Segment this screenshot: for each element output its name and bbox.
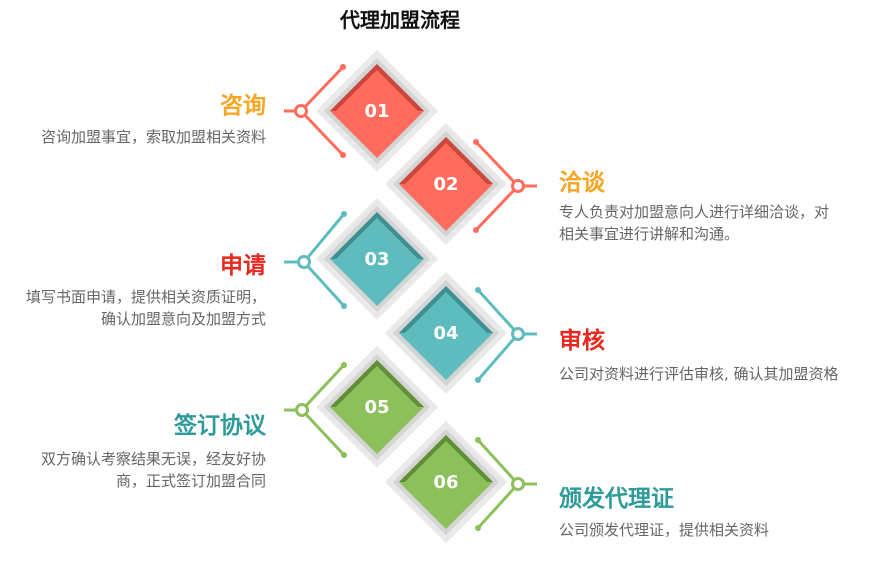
step-desc-review: 公司对资料进行评估审核, 确认其加盟资格 (559, 365, 839, 383)
step-desc-issue-certificate: 公司颁发代理证，提供相关资料 (559, 521, 770, 539)
diamond-number: 02 (433, 174, 458, 195)
connector-04 (475, 287, 537, 383)
step-title-negotiate: 洽谈 (559, 170, 605, 196)
diamond-03: 03 (316, 198, 438, 320)
connector-05 (284, 362, 347, 458)
step-title-apply: 申请 (220, 253, 266, 279)
step-title-issue-certificate: 颁发代理证 (559, 486, 674, 512)
connector-06 (475, 437, 537, 531)
page-title: 代理加盟流程 (340, 8, 460, 32)
diamond-04: 04 (385, 272, 507, 394)
diamond-02: 02 (385, 123, 507, 245)
step-desc-apply: 填写书面申请，提供相关资质证明，确认加盟意向及加盟方式 (25, 288, 266, 328)
diamond-06: 06 (385, 421, 507, 543)
step-title-sign-agreement: 签订协议 (174, 413, 266, 439)
diamond-number: 01 (364, 101, 389, 122)
diamond-number: 04 (433, 323, 458, 344)
step-desc-consult: 咨询加盟事宜，索取加盟相关资料 (40, 128, 266, 146)
step-desc-negotiate: 专人负责对加盟意向人进行详细洽谈，对相关事宜进行讲解和沟通。 (559, 203, 830, 243)
step-title-review: 审核 (559, 328, 605, 354)
diamond-number: 05 (364, 397, 389, 418)
connector-02 (473, 139, 537, 233)
diamond-01: 01 (316, 50, 438, 172)
diamond-number: 03 (364, 249, 389, 270)
connector-01 (284, 64, 346, 158)
step-desc-sign-agreement: 双方确认考察结果无误，经友好协商，正式签订加盟合同 (40, 450, 266, 490)
diamond-number: 06 (433, 472, 458, 493)
diamond-05: 05 (316, 346, 438, 468)
connector-03 (284, 211, 347, 309)
step-title-consult: 咨询 (220, 93, 266, 119)
